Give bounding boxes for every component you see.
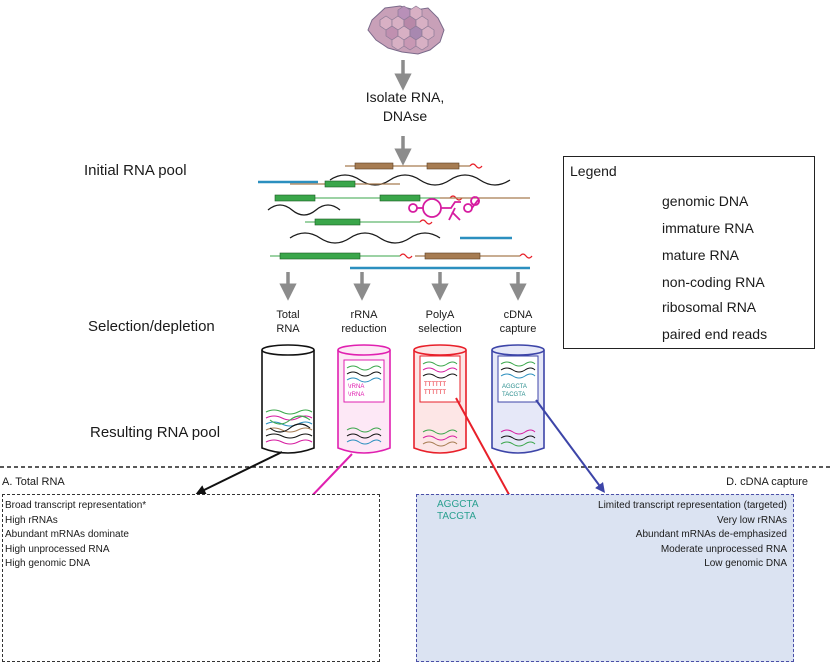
connector-rrna: [307, 453, 353, 501]
panel-a-bullet: High unprocessed RNA: [5, 543, 110, 555]
panel-d-probe-2: TACGTA: [437, 511, 477, 522]
panel-d-bullet: Very low rRNAs: [716, 514, 787, 526]
tube-cdna-text-2: TACGTA: [502, 392, 525, 398]
legend-title: Legend: [570, 163, 617, 179]
tube-cdna-capture: [491, 344, 545, 454]
panel-d-probes: AGGCTA TACGTA: [437, 499, 478, 523]
legend-label-ribosomal-rna: ribosomal RNA: [662, 299, 757, 315]
isolate-rna-label: Isolate RNA, DNAse: [355, 88, 455, 126]
selection-cdna-line2: capture: [499, 323, 537, 335]
tube-rrna-text-1: \rRNA: [348, 384, 364, 390]
stage-label-initial: Initial RNA pool: [84, 162, 187, 179]
panel-d-bullet: Limited transcript representation (targe…: [598, 500, 787, 511]
panel-a-bullets: Broad transcript representation* High rR…: [5, 499, 146, 572]
arrow-total-to-panel-a: [195, 451, 283, 495]
panel-d-title: D. cDNA capture: [726, 476, 808, 488]
selection-rrna-line1: rRNA: [350, 309, 378, 321]
connector-polya: [455, 397, 513, 501]
selection-label-cdna: cDNA capture: [478, 308, 558, 336]
legend-label-immature-rna: immature RNA: [662, 220, 754, 236]
panel-d-bullets: Limited transcript representation (targe…: [598, 499, 787, 572]
initial-rna-pool: [258, 162, 533, 270]
tube-rrna-text-2: \rRNA: [348, 392, 364, 398]
panel-a-title: A. Total RNA: [2, 476, 65, 488]
selection-total-line1: Total: [276, 309, 300, 321]
selection-cdna-line1: cDNA: [503, 309, 533, 321]
arrow-cdna-to-panel-d: [535, 399, 605, 494]
isolate-label-line2: DNAse: [382, 108, 428, 124]
legend-label-paired-end-reads: paired end reads: [662, 326, 768, 342]
legend-label-mature-rna: mature RNA: [662, 247, 740, 263]
panel-d-probe-1: AGGCTA: [437, 499, 479, 510]
tube-rrna-reduction: [337, 344, 391, 454]
panel-d-bullet: Low genomic DNA: [704, 558, 787, 569]
selection-label-rrna-reduction: rRNA reduction: [324, 308, 404, 336]
panel-d-cdna-capture: AGGCTA TACGTA Limited transcript represe…: [416, 494, 794, 662]
ribosomal-rna-molecule: [408, 196, 480, 221]
tube-polya-text-1: TTTTTT: [424, 382, 446, 388]
tube-cdna-text-1: AGGCTA: [502, 384, 527, 390]
panel-a-bullet: High rRNAs: [5, 514, 58, 526]
selection-label-total-rna: Total RNA: [248, 308, 328, 336]
legend: Legend genomic DNA immature RNA mature R…: [563, 156, 815, 349]
panel-d-bullet: Moderate unprocessed RNA: [660, 543, 787, 555]
panel-a-bullet: High genomic DNA: [5, 558, 91, 569]
selection-polya-line1: PolyA: [425, 309, 455, 321]
selection-polya-line2: selection: [418, 323, 462, 335]
stage-label-selection: Selection/depletion: [88, 318, 215, 335]
stage-label-resulting: Resulting RNA pool: [90, 424, 221, 441]
isolate-label-line1: Isolate RNA,: [365, 89, 445, 105]
selection-label-polya: PolyA selection: [400, 308, 480, 336]
panel-a-bullet: Abundant mRNAs dominate: [5, 529, 129, 540]
tube-polya-text-2: TTTTTT: [424, 390, 446, 396]
selection-rrna-line2: reduction: [341, 323, 387, 335]
selection-total-line2: RNA: [276, 323, 300, 335]
tube-total-rna: [261, 344, 315, 454]
tissue-cells-icon: [367, 5, 445, 55]
legend-label-non-coding-rna: non-coding RNA: [662, 274, 765, 290]
legend-label-genomic-dna: genomic DNA: [662, 193, 749, 209]
tube-polya-selection: [413, 344, 467, 454]
panel-d-bullet: Abundant mRNAs de-emphasized: [635, 529, 787, 540]
panel-a-total-rna: Broad transcript representation* High rR…: [2, 494, 380, 662]
panel-a-bullet: Broad transcript representation*: [5, 500, 147, 511]
